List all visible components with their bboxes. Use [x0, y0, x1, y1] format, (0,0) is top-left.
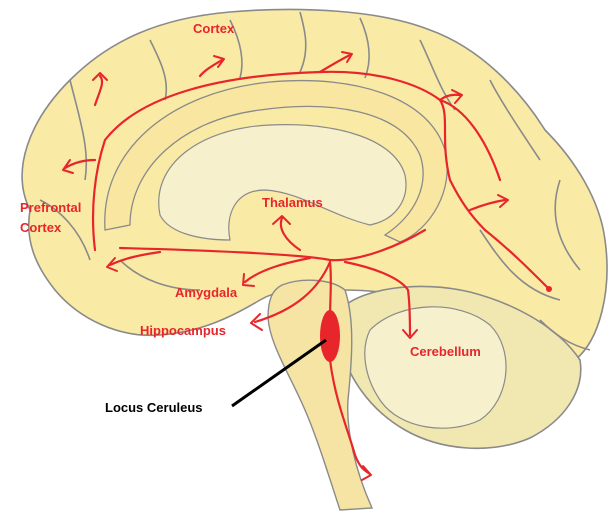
- label-cortex: Cortex: [193, 21, 235, 36]
- label-cerebellum: Cerebellum: [410, 344, 481, 359]
- hippocampus-branch: [253, 260, 332, 324]
- arrowhead: [242, 273, 255, 287]
- amygdala-branch: [243, 256, 312, 284]
- label-thalamus: Thalamus: [262, 195, 323, 210]
- arrowhead: [250, 313, 263, 331]
- arrowhead: [451, 89, 463, 104]
- cortex-branch-1: [198, 58, 224, 78]
- descending-branch: [328, 358, 372, 476]
- thalamus-branch: [279, 216, 302, 252]
- arrowheads: [62, 51, 552, 481]
- posterior-upper-branch: [438, 93, 462, 102]
- locus-ceruleus-nucleus: [320, 310, 340, 362]
- arrowhead: [106, 257, 118, 272]
- posterior-mid-branch: [468, 198, 507, 212]
- label-hippocampus: Hippocampus: [140, 323, 226, 338]
- cerebellum-inner: [364, 306, 507, 429]
- posterior-branch: [483, 228, 550, 290]
- prefrontal-branch: [63, 158, 97, 170]
- brainstem: [267, 279, 374, 511]
- cerebellum-branch: [343, 260, 412, 337]
- arrowhead: [213, 55, 225, 68]
- label-prefrontal-line1: Prefrontal: [20, 200, 81, 215]
- low-front-branch: [108, 250, 162, 267]
- arrowhead: [341, 51, 353, 63]
- frontal-arc: [91, 70, 487, 252]
- label-amygdala: Amygdala: [175, 285, 238, 300]
- arrowhead: [361, 465, 372, 481]
- main-trunk: [118, 228, 427, 262]
- arrowhead: [497, 194, 509, 208]
- arrowhead: [402, 329, 418, 339]
- label-locus-ceruleus: Locus Ceruleus: [105, 400, 203, 415]
- inner-region: [158, 124, 407, 241]
- front-low-branch: [93, 74, 104, 107]
- noradrenergic-pathways: [63, 53, 550, 476]
- label-prefrontal-line2: Cortex: [20, 220, 62, 235]
- arrowhead: [92, 72, 108, 81]
- locus-ceruleus-pointer: [231, 338, 327, 408]
- ascending-pathway: [328, 260, 332, 320]
- arrowhead: [272, 215, 291, 225]
- cortex-branch-2: [318, 53, 352, 74]
- arrowhead: [62, 159, 74, 174]
- branch-end-dot: [546, 286, 552, 292]
- upper-arc: [438, 98, 502, 182]
